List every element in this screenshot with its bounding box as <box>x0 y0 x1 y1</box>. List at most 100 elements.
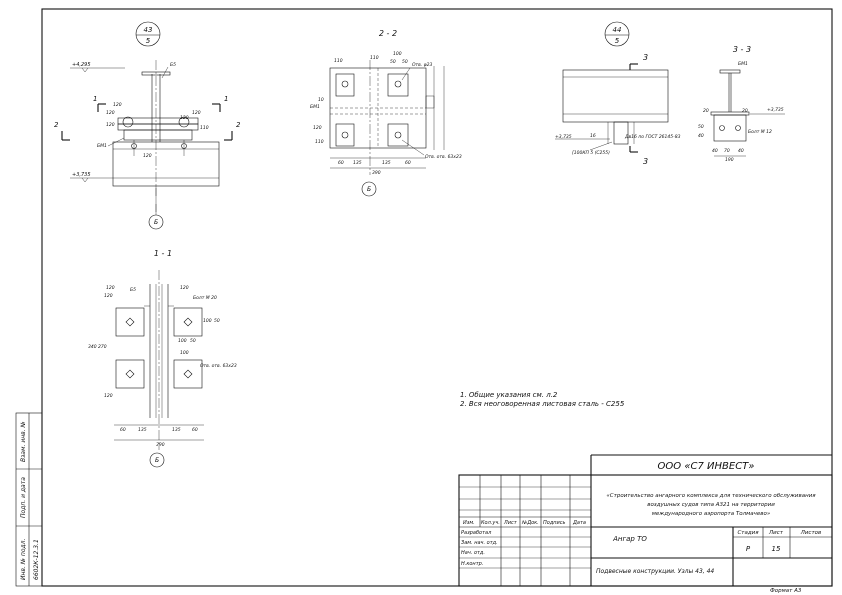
svg-text:3: 3 <box>643 157 648 166</box>
svg-text:390: 390 <box>372 170 381 176</box>
svg-text:40: 40 <box>738 148 744 154</box>
side-strip: Взам. инв. № Подп. и дата Инв. № подл. 6… <box>15 412 43 587</box>
svg-text:120: 120 <box>106 285 115 291</box>
svg-text:135: 135 <box>382 160 391 166</box>
lists-label: Листов <box>800 530 822 536</box>
drawing-frame <box>41 8 833 587</box>
svg-text:Отв. φ23: Отв. φ23 <box>412 62 433 68</box>
svg-text:50: 50 <box>214 318 220 324</box>
svg-text:Болт М 12: Болт М 12 <box>748 129 772 135</box>
svg-text:2: 2 <box>236 121 241 129</box>
svg-text:110: 110 <box>370 55 379 61</box>
object-name: Ангар ТО <box>612 535 647 543</box>
svg-text:120: 120 <box>313 125 322 131</box>
sheet-title: Подвесные конструкции. Узлы 43, 44 <box>596 568 714 575</box>
svg-text:+3,735: +3,735 <box>767 107 784 113</box>
node-44-drawing: 44 5 3 3 +3,735 16 Дв16 по ГОСТ 26145-83… <box>555 21 681 166</box>
svg-text:Б: Б <box>154 219 158 226</box>
notes: 1. Общие указания см. л.2 2. Вся неогово… <box>460 391 625 408</box>
svg-text:+3,735: +3,735 <box>555 134 572 140</box>
svg-text:40: 40 <box>698 133 704 139</box>
svg-text:135: 135 <box>172 427 181 433</box>
svg-text:50: 50 <box>402 59 408 65</box>
svg-text:50: 50 <box>390 59 396 65</box>
svg-text:5: 5 <box>615 37 620 45</box>
svg-text:40: 40 <box>712 148 718 154</box>
col-ndok: №Док. <box>521 520 539 526</box>
svg-text:110: 110 <box>200 125 209 131</box>
role-2: Нач. отд. <box>461 550 485 556</box>
svg-text:60: 60 <box>120 427 126 433</box>
svg-text:60: 60 <box>338 160 344 166</box>
svg-text:10: 10 <box>318 97 324 103</box>
svg-text:Б5: Б5 <box>170 62 176 68</box>
role-1: Зам. нач. отд. <box>461 540 498 546</box>
note-2: 2. Вся неоговоренная листовая сталь - С2… <box>460 400 625 408</box>
svg-text:100: 100 <box>203 318 212 324</box>
svg-text:Б5: Б5 <box>130 287 136 293</box>
svg-text:Отв. отв. 63х23: Отв. отв. 63х23 <box>425 154 462 160</box>
svg-text:110: 110 <box>334 58 343 64</box>
svg-text:100: 100 <box>180 350 189 356</box>
svg-text:60: 60 <box>405 160 411 166</box>
svg-text:60: 60 <box>192 427 198 433</box>
svg-text:2 - 2: 2 - 2 <box>379 29 397 38</box>
stage-value: Р <box>746 545 751 553</box>
col-podp: Подпись <box>543 520 566 526</box>
side-vzam: Взам. инв. № <box>20 421 27 462</box>
svg-text:3: 3 <box>643 53 648 62</box>
col-list: Лист <box>503 520 518 526</box>
project-line-2: воздушных судов типа А321 на территории <box>647 502 775 508</box>
node-43-marker <box>135 21 161 47</box>
svg-text:100: 100 <box>178 338 187 344</box>
axis-b-marker <box>148 214 164 230</box>
format-label: Формат А3 <box>770 588 802 594</box>
section-3-3-drawing: 3 - 3 БМ1 20 20 +3,735 50 40 Болт М 12 4… <box>698 45 785 163</box>
svg-text:1 - 1: 1 - 1 <box>154 249 172 258</box>
svg-text:120: 120 <box>180 115 189 121</box>
svg-text:БМ1: БМ1 <box>97 143 107 149</box>
svg-text:120: 120 <box>106 110 115 116</box>
section-1-1-drawing: 1 - 1 120 120 Б5 120 Болт М 20 100 50 10… <box>88 249 237 468</box>
svg-text:120: 120 <box>113 102 122 108</box>
svg-text:190: 190 <box>725 157 734 163</box>
role-3: Н.контр. <box>461 561 483 567</box>
svg-text:50: 50 <box>190 338 196 344</box>
svg-text:Б: Б <box>155 457 159 464</box>
svg-text:120: 120 <box>143 153 152 159</box>
svg-text:16: 16 <box>590 133 596 139</box>
col-izm: Изм. <box>463 520 475 526</box>
side-inv: Инв. № подл. <box>20 539 27 580</box>
svg-text:50: 50 <box>698 124 704 130</box>
svg-text:2: 2 <box>54 121 59 129</box>
section-2-2-drawing: 2 - 2 110 110 100 50 50 Отв. φ23 10 БМ1 … <box>310 29 462 197</box>
col-data: Дата <box>572 520 586 526</box>
svg-text:270: 270 <box>98 344 107 350</box>
project-line-1: «Строительство ангарного комплекса для т… <box>606 493 816 499</box>
stage-label: Стадия <box>737 530 759 536</box>
svg-text:БМ1: БМ1 <box>738 61 748 67</box>
svg-text:20: 20 <box>703 108 709 114</box>
list-label: Лист <box>768 530 784 536</box>
svg-text:100: 100 <box>393 51 402 57</box>
svg-text:[100КП 5 (С255): [100КП 5 (С255) <box>572 150 610 156</box>
title-block: Изм. Кол.уч. Лист №Док. Подпись Дата Раз… <box>458 454 833 587</box>
svg-text:Б: Б <box>367 186 371 193</box>
svg-text:3 - 3: 3 - 3 <box>733 45 751 54</box>
svg-text:120: 120 <box>192 110 201 116</box>
list-value: 15 <box>772 545 781 553</box>
side-inv-value: 6602К-12.3.1 <box>33 539 40 580</box>
svg-text:70: 70 <box>724 148 730 154</box>
company-name: ООО «С7 ИНВЕСТ» <box>658 461 755 472</box>
svg-text:Отв. отв. 63х23: Отв. отв. 63х23 <box>200 363 237 369</box>
svg-text:120: 120 <box>104 393 113 399</box>
role-0: Разработал <box>461 530 492 536</box>
svg-text:БМ1: БМ1 <box>310 104 320 110</box>
svg-text:1: 1 <box>93 95 97 103</box>
svg-text:+3,735: +3,735 <box>72 172 91 178</box>
svg-text:Дв16 по ГОСТ 26145-83: Дв16 по ГОСТ 26145-83 <box>624 134 681 140</box>
svg-text:120: 120 <box>180 285 189 291</box>
svg-text:120: 120 <box>106 122 115 128</box>
project-line-3: международного аэропорта Толмачево» <box>652 511 771 517</box>
col-kol: Кол.уч. <box>481 520 500 526</box>
